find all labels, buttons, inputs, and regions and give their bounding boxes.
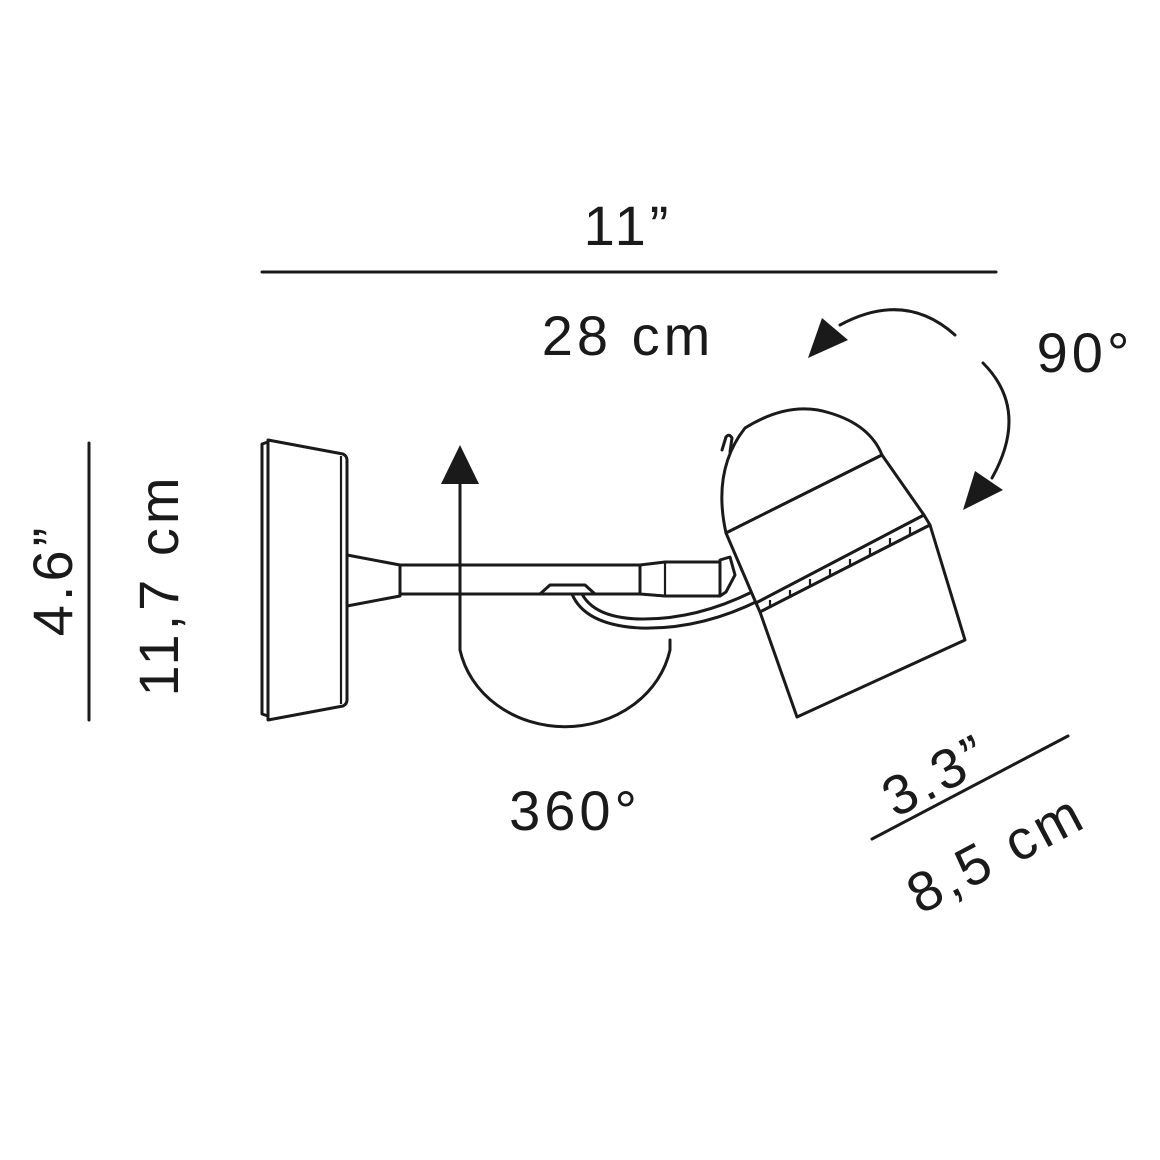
- cable: [538, 583, 762, 630]
- shade-imperial-label: 3.3”: [871, 721, 1000, 829]
- shade-dimension-line: [870, 734, 1070, 841]
- arm-rotation-arrow: [441, 445, 672, 729]
- height-metric-label: 11,7 cm: [127, 473, 190, 696]
- shade-tilt-arrow: [808, 308, 1011, 510]
- width-metric-label: 28 cm: [542, 304, 715, 367]
- height-imperial-label: 4.6”: [21, 524, 84, 637]
- arm-base-connector: [345, 553, 402, 608]
- arm-rotation-label: 360°: [509, 779, 641, 842]
- arrow-down-icon: [963, 471, 1003, 510]
- wall-plate: [260, 438, 349, 722]
- shade-tilt-label: 90°: [1037, 321, 1134, 384]
- arrow-up-icon: [441, 445, 479, 484]
- arm-rod: [398, 555, 737, 598]
- width-imperial-label: 11”: [584, 194, 673, 257]
- arrow-left-icon: [808, 318, 848, 358]
- lamp-shade: [720, 407, 967, 719]
